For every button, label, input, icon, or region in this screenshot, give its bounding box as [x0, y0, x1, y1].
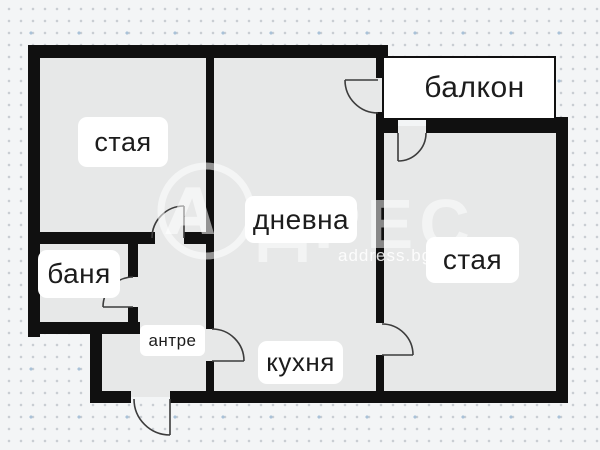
wall-living-left-lower: [206, 361, 214, 392]
room-label-right: стая: [426, 237, 519, 283]
wall-bath-bottom: [28, 322, 140, 334]
room-label-kitchen: кухня: [258, 341, 343, 384]
wall-room1-bottom: [28, 232, 155, 244]
wall-living-right-stub: [376, 45, 384, 78]
wall-right: [556, 117, 568, 403]
wall-bottom-main: [170, 391, 568, 403]
room-label-balcony: балкон: [424, 71, 525, 104]
room-label-bathroom: баня: [38, 250, 120, 298]
wall-bottom-left-piece: [90, 391, 131, 403]
wall-living-right-mid: [376, 112, 384, 323]
wall-bath-right-lower: [128, 307, 138, 334]
room-label-top-left: стая: [78, 117, 168, 167]
door-arc: [133, 398, 171, 436]
room-label-living: дневна: [245, 196, 357, 243]
wall-living-left-upper: [206, 45, 214, 329]
room-label-hall: антре: [140, 325, 205, 356]
wall-step: [90, 322, 102, 403]
balcony-area: [382, 56, 556, 120]
wall-balcony-bottom-right: [426, 120, 568, 133]
wall-left: [28, 45, 40, 337]
wall-room1-bottom-piece: [184, 232, 206, 244]
door-entrance: [133, 398, 171, 436]
wall-living-right-lower: [376, 355, 384, 392]
wall-bath-right-upper: [128, 232, 138, 277]
